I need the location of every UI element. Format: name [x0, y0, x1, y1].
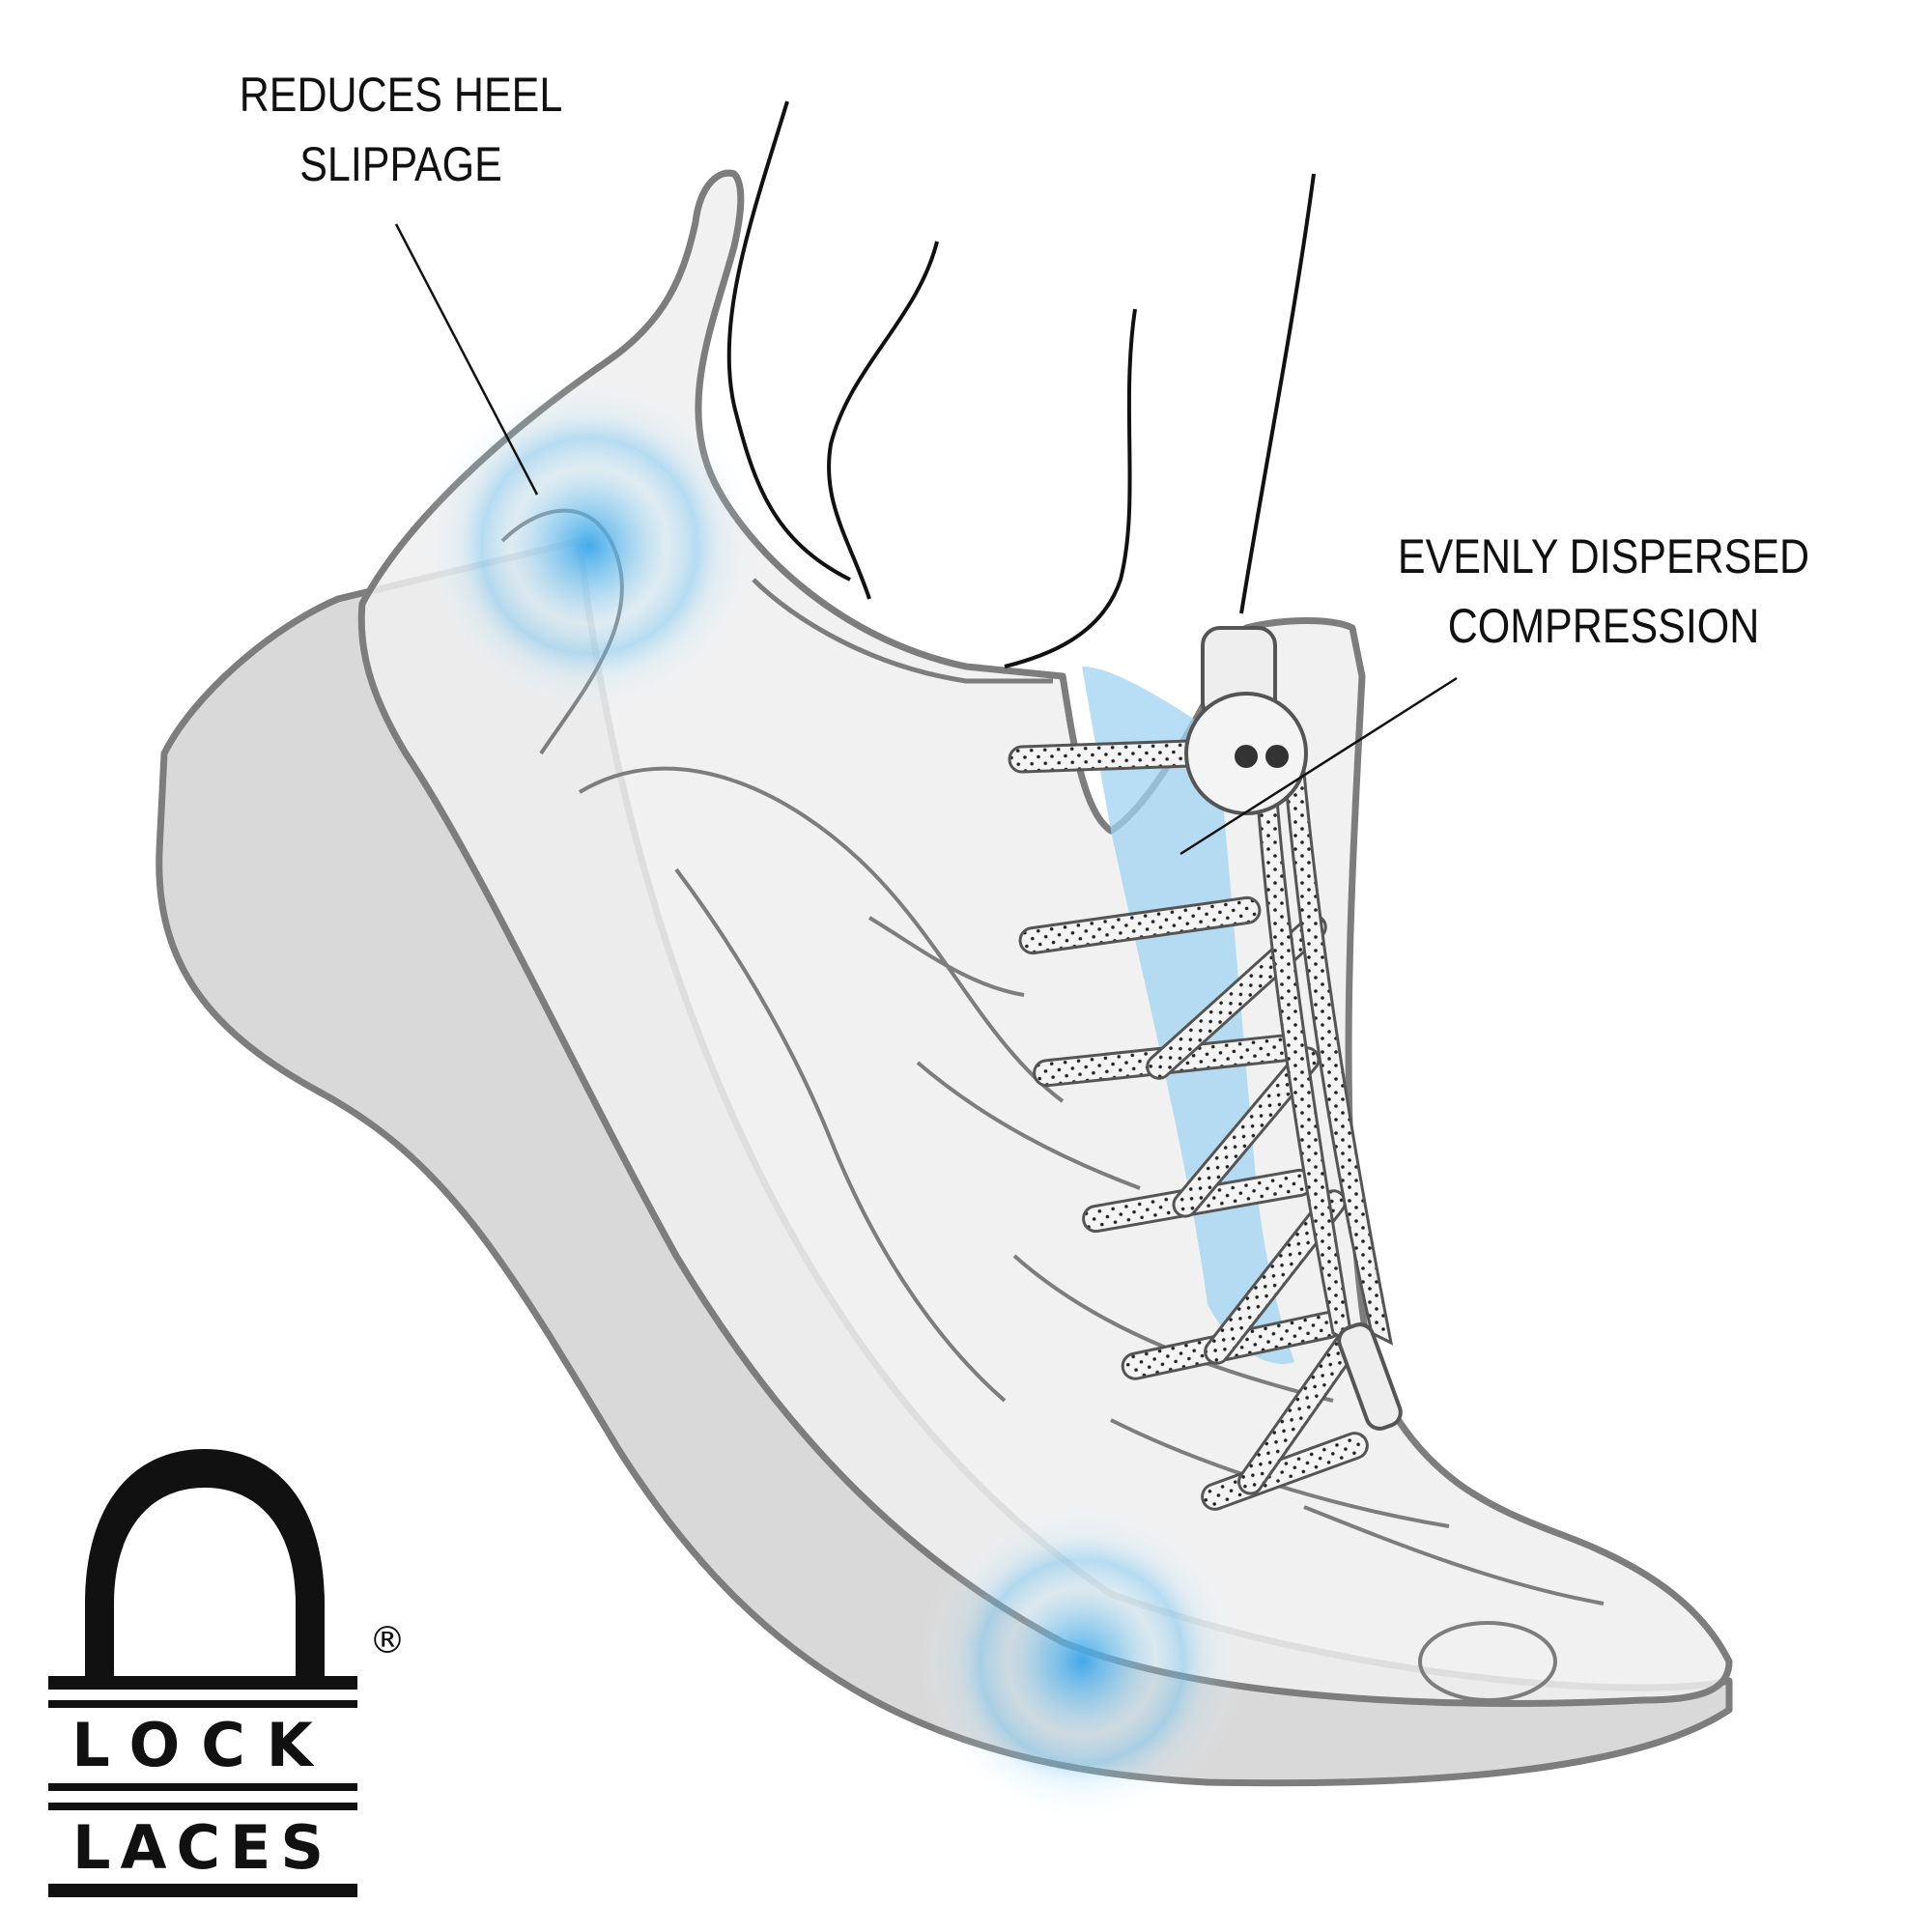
heel-callout-line1: REDUCES HEEL: [239, 68, 563, 122]
compression-callout-line2: COMPRESSION: [1447, 599, 1760, 653]
compression-callout-line1: EVENLY DISPERSED: [1397, 529, 1810, 583]
forefoot-glow-icon: [918, 1497, 1246, 1826]
leg-outline-back: [726, 100, 851, 582]
logo-word-lock: LOCK: [71, 1710, 334, 1780]
laces: [1008, 739, 1394, 1511]
heel-callout-leader: [394, 223, 539, 496]
heel-slippage-callout: REDUCES HEEL SLIPPAGE: [222, 60, 580, 199]
registered-mark: ®: [369, 1619, 406, 1662]
compression-callout: EVENLY DISPERSED COMPRESSION: [1396, 522, 1811, 661]
ankle-outline: [827, 241, 1137, 668]
lace-end-cap: [1337, 1322, 1403, 1431]
logo-word-laces: LACES: [72, 1812, 333, 1883]
leg-outline-front: [1239, 173, 1316, 614]
lock-laces-logo-icon: [48, 1449, 357, 1897]
heel-glow-icon: [415, 372, 763, 720]
shoe-collar: [752, 578, 1053, 684]
compression-callout-leader: [1179, 676, 1458, 856]
heel-callout-line2: SLIPPAGE: [299, 137, 502, 191]
lock-toggle-icon: [1184, 626, 1308, 815]
